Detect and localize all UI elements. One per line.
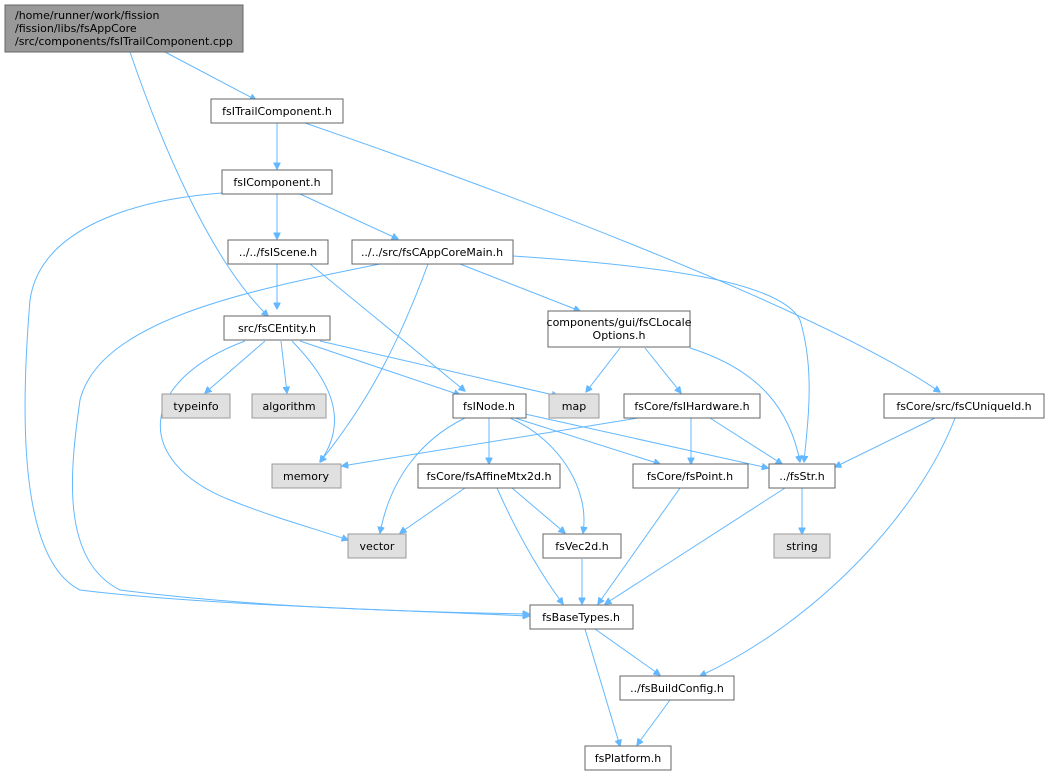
node-label: fsITrailComponent.h	[222, 105, 332, 118]
node-label-line-1: components/gui/fsCLocale	[547, 316, 692, 329]
node-label: fsCore/fsIHardware.h	[634, 400, 749, 413]
node-label-line-2: Options.h	[593, 329, 646, 342]
node-label: fsCore/fsPoint.h	[647, 470, 733, 483]
node-string[interactable]: string	[773, 533, 831, 559]
edge-fsitrailcomponent-to-fscuniqueid	[304, 122, 940, 392]
node-fsbuildconfig[interactable]: ../fsBuildConfig.h	[619, 675, 735, 701]
root-line-2: /fission/libs/fsAppCore	[15, 22, 137, 35]
node-label: fsBaseTypes.h	[542, 611, 620, 624]
edge-root-to-fscentity	[129, 51, 268, 316]
edge-fscentity-to-memory	[291, 340, 335, 462]
node-vector[interactable]: vector	[347, 533, 407, 559]
node-label: algorithm	[262, 400, 315, 413]
edge-fscentity-to-fsinode	[299, 340, 460, 395]
root-line-3: /src/components/fsITrailComponent.cpp	[15, 35, 233, 48]
edge-fsstr-to-fsbasetypes	[605, 487, 786, 604]
node-label: vector	[360, 540, 395, 553]
node-typeinfo[interactable]: typeinfo	[161, 393, 231, 419]
node-label: fsIComponent.h	[233, 176, 320, 189]
edge-fsclocaleoptions-to-map	[586, 347, 621, 392]
node-label: map	[562, 400, 586, 413]
node-label: ../fsBuildConfig.h	[630, 682, 724, 695]
node-map[interactable]: map	[548, 393, 600, 419]
node-algorithm[interactable]: algorithm	[251, 393, 327, 419]
edge-root-to-fsitrailcomponent	[164, 51, 256, 100]
edges	[24, 51, 956, 746]
node-fsvec2d[interactable]: fsVec2d.h	[542, 533, 622, 559]
node-fsclocaleoptions[interactable]: components/gui/fsCLocale Options.h	[547, 310, 692, 348]
edge-fscappcoremain-to-fsclocaleoptions	[459, 263, 580, 311]
edge-fscentity-to-typeinfo	[205, 340, 266, 393]
edge-fscappcoremain-to-fsbasetypes	[71, 263, 529, 614]
node-fsiscene[interactable]: ../../fsIScene.h	[227, 239, 329, 265]
node-label: fsCore/src/fsCUniqueId.h	[896, 400, 1031, 413]
node-label: src/fsCEntity.h	[238, 322, 316, 335]
node-fscentity[interactable]: src/fsCEntity.h	[223, 315, 331, 341]
edge-fsclocaleoptions-to-fsihardware	[644, 347, 681, 393]
edge-fsinode-to-fspoint	[514, 417, 660, 464]
root-line-1: /home/runner/work/fission	[15, 9, 160, 22]
nodes: /home/runner/work/fission /fission/libs/…	[4, 4, 1045, 771]
node-fsihardware[interactable]: fsCore/fsIHardware.h	[623, 393, 761, 419]
edge-fsaffinemtx2d-to-fsbasetypes	[496, 487, 563, 604]
node-label: ../../fsIScene.h	[239, 246, 317, 259]
node-label: string	[786, 540, 818, 553]
node-label: ../fsStr.h	[779, 470, 825, 483]
node-label: fsINode.h	[463, 400, 515, 413]
node-memory[interactable]: memory	[271, 463, 342, 489]
edge-fscentity-to-map	[319, 340, 558, 396]
edge-fsclocaleoptions-to-fsstr	[689, 347, 800, 462]
node-label: typeinfo	[173, 400, 218, 413]
edge-fscuniqueid-to-fsbuildconfig	[700, 417, 956, 676]
node-fsicomponent[interactable]: fsIComponent.h	[221, 169, 333, 195]
node-fsinode[interactable]: fsINode.h	[452, 393, 527, 419]
node-label: fsPlatform.h	[595, 752, 661, 765]
edge-fsiscene-to-fsinode	[309, 263, 465, 391]
node-label: memory	[283, 470, 329, 483]
node-root-source-file[interactable]: /home/runner/work/fission /fission/libs/…	[4, 4, 244, 53]
edge-fscuniqueid-to-fsstr	[835, 417, 936, 467]
edge-fsbasetypes-to-fsplatform	[584, 628, 620, 746]
node-label: fsCore/fsAffineMtx2d.h	[426, 470, 551, 483]
node-fsplatform[interactable]: fsPlatform.h	[584, 745, 672, 771]
node-fsstr[interactable]: ../fsStr.h	[768, 463, 836, 489]
edge-fsbuildconfig-to-fsplatform	[637, 699, 671, 745]
edge-fsihardware-to-memory	[342, 417, 639, 466]
edge-fscentity-to-algorithm	[280, 340, 287, 393]
node-fscappcoremain[interactable]: ../../src/fsCAppCoreMain.h	[351, 239, 514, 265]
node-label: fsVec2d.h	[555, 540, 609, 553]
edge-fsicomponent-to-fscappcoremain	[299, 193, 398, 239]
edge-fsinode-to-vector	[380, 417, 466, 533]
node-fscuniqueid[interactable]: fsCore/src/fsCUniqueId.h	[883, 393, 1045, 419]
node-fsbasetypes[interactable]: fsBaseTypes.h	[529, 604, 634, 630]
node-fsitrailcomponent[interactable]: fsITrailComponent.h	[210, 98, 344, 124]
edge-fsaffinemtx2d-to-fsvec2d	[511, 487, 565, 533]
edge-fscappcoremain-to-memory	[320, 263, 429, 462]
edge-fsinode-to-fsvec2d	[509, 417, 584, 533]
edge-fscentity-to-vector	[160, 340, 348, 540]
edge-fsbasetypes-to-fsbuildconfig	[594, 628, 660, 675]
node-fspoint[interactable]: fsCore/fsPoint.h	[632, 463, 749, 489]
edge-fsinode-to-fsstr	[524, 413, 768, 468]
edge-fscappcoremain-to-fsstr	[512, 255, 810, 462]
edge-fsaffinemtx2d-to-vector	[400, 487, 466, 533]
node-label: ../../src/fsCAppCoreMain.h	[361, 246, 503, 259]
node-fsaffinemtx2d[interactable]: fsCore/fsAffineMtx2d.h	[417, 463, 561, 489]
edge-fspoint-to-fsbasetypes	[598, 487, 681, 604]
edge-fsihardware-to-fsstr	[709, 417, 782, 464]
